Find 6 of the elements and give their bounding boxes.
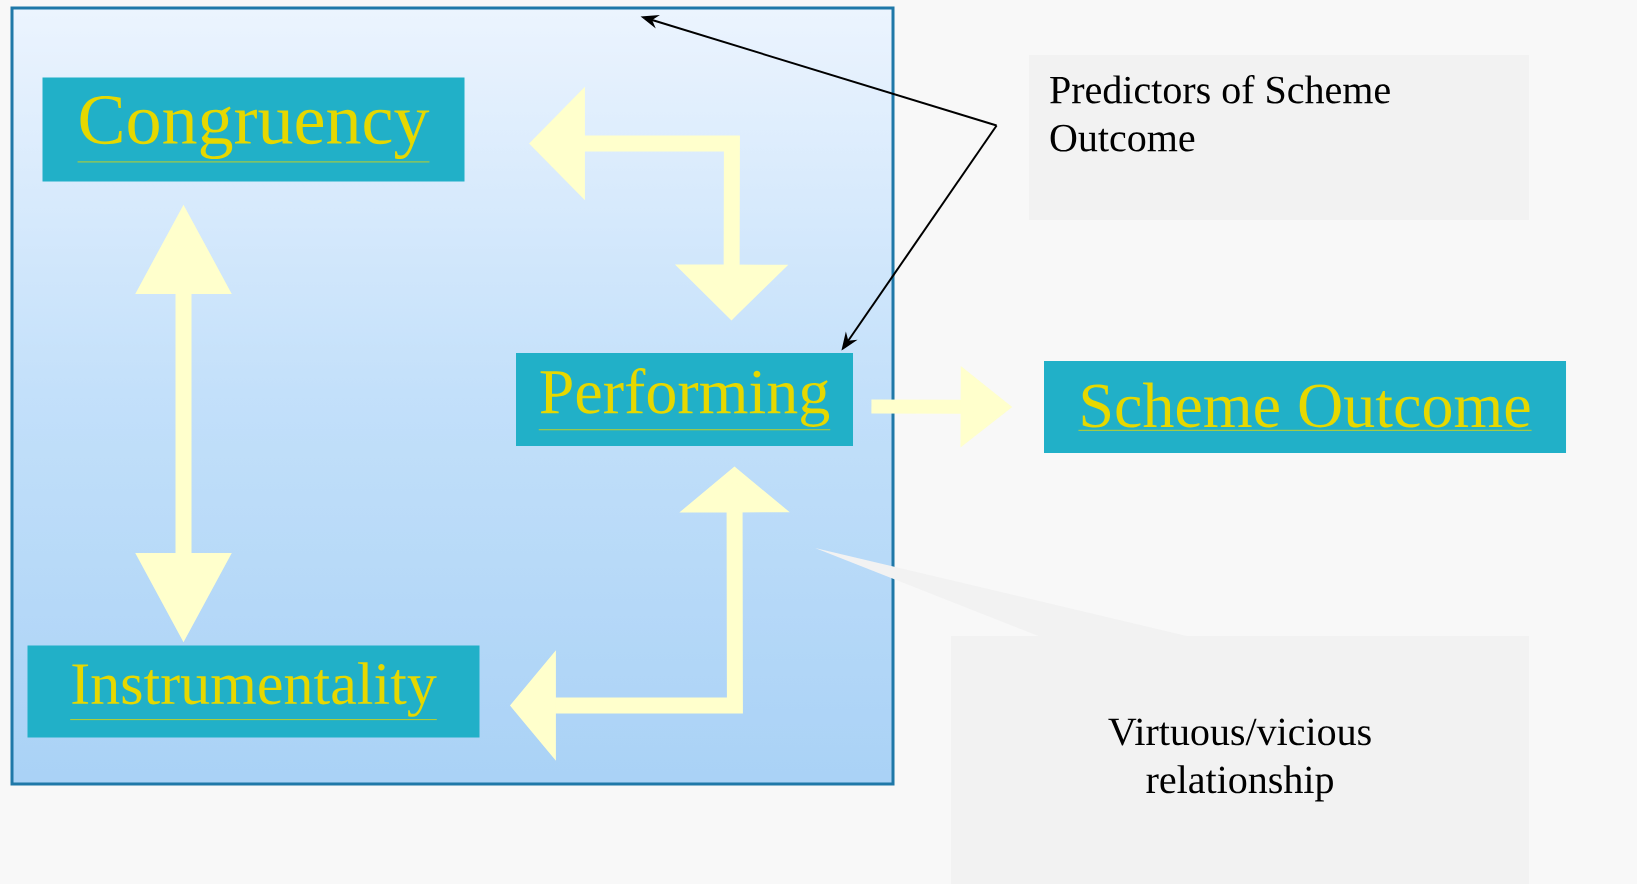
outcome-box: Scheme Outcome	[1044, 361, 1566, 453]
note-box: Predictors of Scheme Outcome	[1029, 55, 1529, 220]
callout-box: Virtuous/vicious relationship	[815, 548, 1529, 884]
term-box: Performing	[516, 353, 853, 446]
term-box: Instrumentality	[27, 645, 480, 738]
term-box: Congruency	[42, 77, 465, 182]
